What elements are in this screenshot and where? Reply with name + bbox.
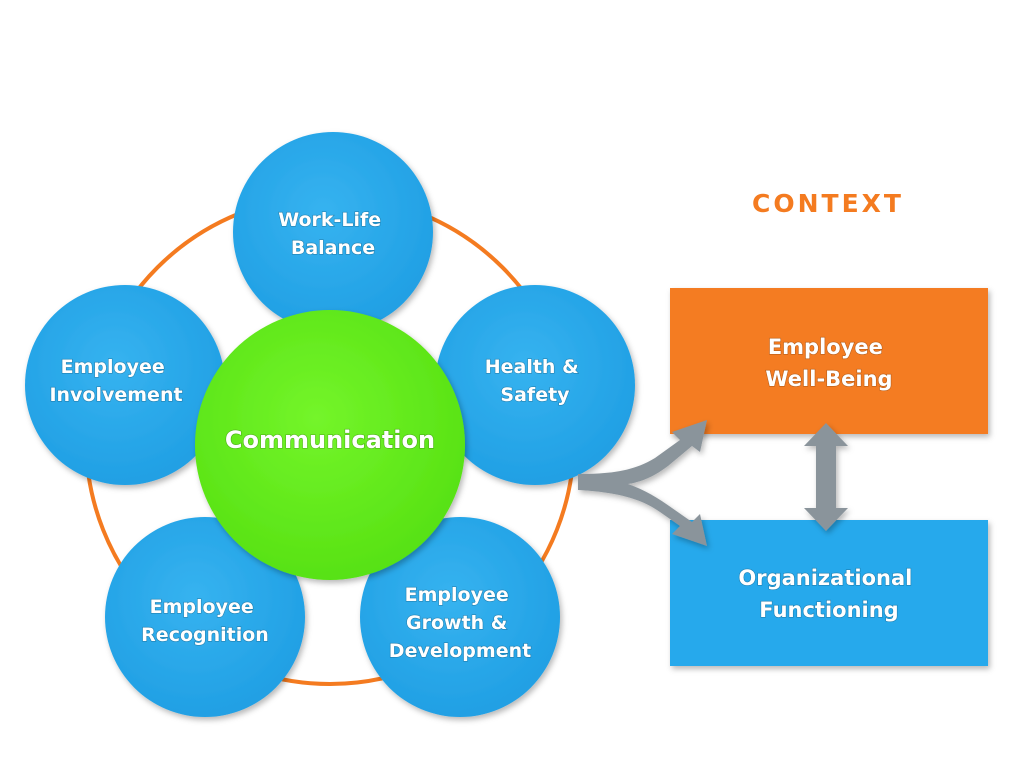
node-employee-recognition: Employee Recognition (105, 517, 305, 717)
box-label-line: Employee (768, 335, 883, 359)
node-label-line: Employee (150, 596, 254, 618)
node-label-line: Employee (405, 584, 509, 606)
box-organizational-functioning: Organizational Functioning (670, 520, 988, 666)
node-health-safety: Health & Safety (435, 285, 635, 485)
node-label-line: Involvement (49, 384, 182, 406)
svg-text:Employee Well-Being: Employee Well-Being (765, 335, 892, 391)
node-label-line: Health & (485, 356, 579, 378)
svg-text:Employee Growth &: Employee Growth & Development (389, 584, 531, 662)
node-employee-growth-development: Employee Growth & Development (360, 517, 560, 717)
box-label-line: Well-Being (765, 367, 892, 391)
box-label-line: Functioning (759, 598, 898, 622)
center-label: Communication (225, 426, 435, 454)
svg-text:Employee Recognition: Employee Recognition (141, 596, 269, 646)
double-arrow (804, 423, 848, 531)
box-label-line: Organizational (738, 566, 912, 590)
box-employee-well-being: Employee Well-Being (670, 288, 988, 434)
node-label-line: Recognition (141, 624, 269, 646)
node-label-line: Safety (500, 384, 570, 406)
node-label-line: Employee (61, 356, 165, 378)
svg-text:Health & Safety: Health & Safety (485, 356, 586, 406)
node-label-line: Work-Life (278, 209, 381, 231)
node-communication: Communication (195, 310, 465, 580)
node-work-life-balance: Work-Life Balance (233, 132, 433, 332)
node-label-line: Development (389, 640, 531, 662)
context-heading: CONTEXT (752, 189, 904, 218)
node-label-line: Growth & (406, 612, 507, 634)
svg-text:Work-Life Balance: Work-Life Balance (278, 209, 388, 259)
svg-text:Organizational Functioni: Organizational Functioning (738, 566, 919, 622)
node-employee-involvement: Employee Involvement (25, 285, 225, 485)
node-label-line: Balance (291, 237, 375, 259)
forked-arrow (578, 420, 707, 546)
svg-text:Employee Involvement: Employee Involvement (49, 356, 182, 406)
